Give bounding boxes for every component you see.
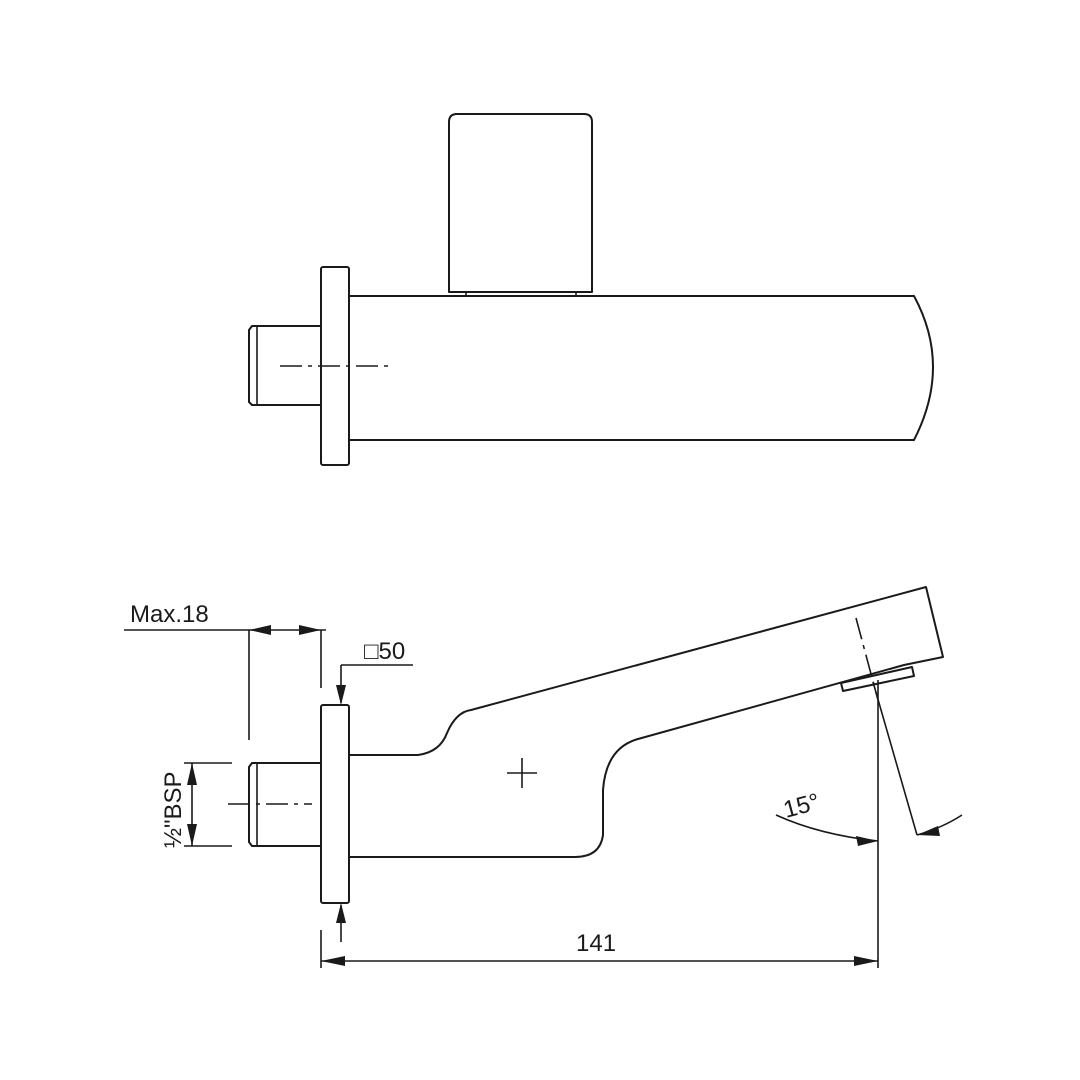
dimension-length: 141 [320, 680, 879, 968]
side-view [228, 586, 944, 904]
dimension-thread: ½"BSP [160, 762, 232, 848]
top-thread-connector [248, 325, 322, 406]
side-spout-body [348, 586, 944, 858]
length-label: 141 [576, 930, 616, 957]
square-plate-label: □50 [364, 638, 405, 665]
length-arrow-left [321, 956, 345, 966]
top-handle [448, 113, 593, 293]
thread-arrow-top [187, 763, 197, 785]
square-plate-arrow-top [336, 685, 346, 705]
dimension-square-plate: □50 [336, 638, 413, 942]
dimension-max-depth: Max.18 [124, 601, 326, 740]
dimension-angle: 15° [775, 681, 963, 846]
max-depth-arrow-left [249, 625, 271, 635]
side-outlet-centerline [855, 617, 879, 701]
top-view [248, 113, 934, 466]
angle-ref-line [872, 681, 918, 836]
side-aerator [840, 666, 915, 692]
thread-arrow-bottom [187, 824, 197, 846]
angle-arrow-left [856, 836, 878, 846]
side-wall-plate [320, 704, 350, 904]
thread-label: ½"BSP [160, 771, 187, 848]
angle-arc-right [916, 814, 963, 836]
max-depth-label: Max.18 [130, 601, 209, 628]
top-spout-body [348, 295, 934, 441]
max-depth-arrow-right [299, 625, 321, 635]
angle-label: 15° [781, 788, 823, 823]
angle-arrow-right [917, 826, 940, 836]
square-plate-arrow-bottom [336, 903, 346, 923]
length-arrow-right [854, 956, 878, 966]
